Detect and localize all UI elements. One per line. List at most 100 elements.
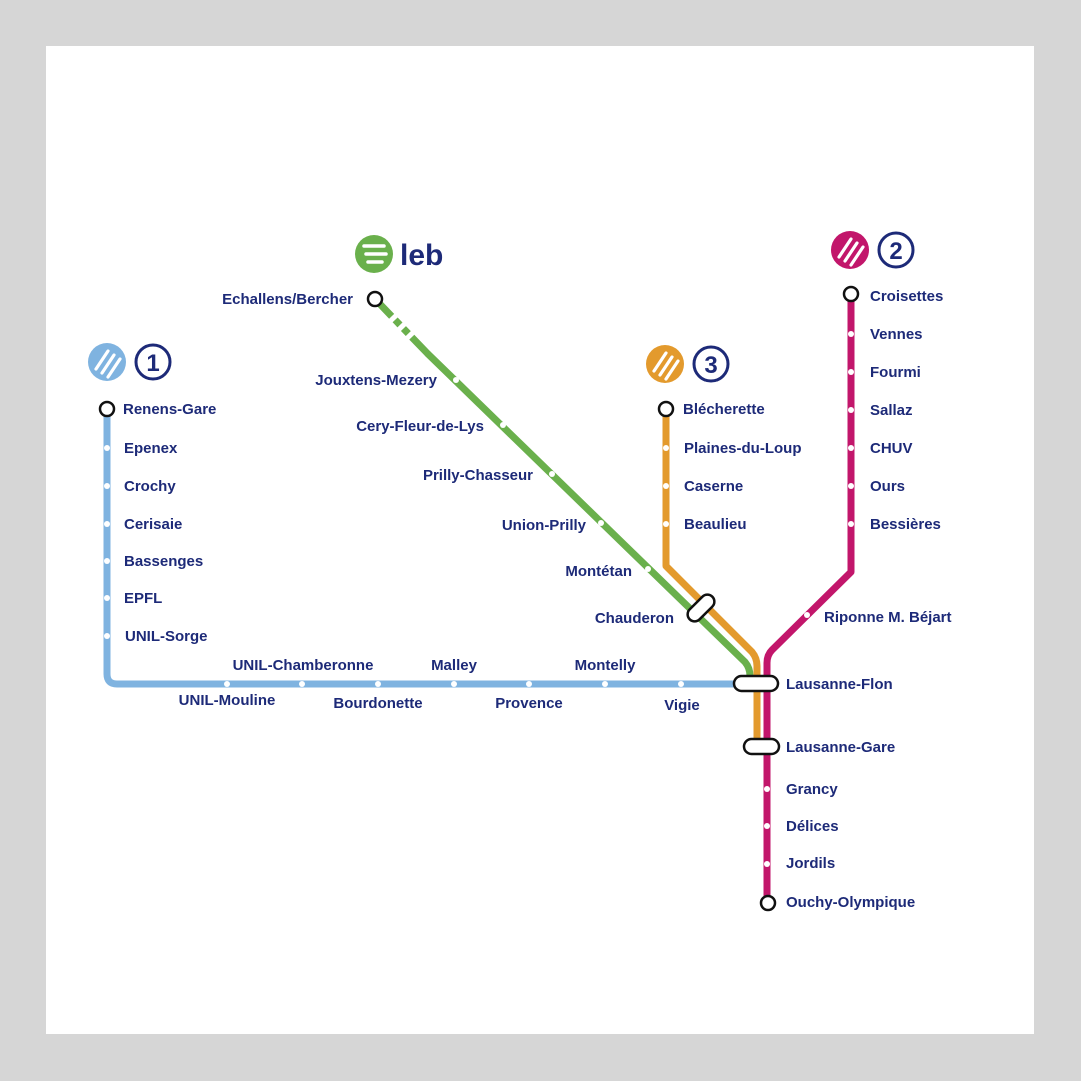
m1-number: 1 [146, 350, 159, 377]
leb-logo-stripes-icon [362, 244, 388, 264]
station-label-montetan[interactable]: Montétan [565, 563, 632, 580]
station-label-crochy[interactable]: Crochy [124, 478, 176, 495]
m3-number: 3 [704, 352, 717, 379]
station-label-lausanne-gare[interactable]: Lausanne-Gare [786, 739, 895, 756]
station-label-sallaz[interactable]: Sallaz [870, 402, 913, 419]
station-label-unil-chamberonne[interactable]: UNIL-Chamberonne [233, 657, 374, 674]
station-label-jordils[interactable]: Jordils [786, 855, 835, 872]
stop-dot [804, 612, 810, 618]
m2-line-track [763, 295, 855, 902]
station-label-union-prilly[interactable]: Union-Prilly [502, 517, 587, 534]
terminus-echallens[interactable] [366, 290, 384, 308]
interchange-lausanne-gare[interactable] [742, 737, 781, 756]
stop-dot [104, 483, 110, 489]
station-label-plaines-du-loup[interactable]: Plaines-du-Loup [684, 440, 802, 457]
station-label-ouchy[interactable]: Ouchy-Olympique [786, 894, 915, 911]
terminus-renens-gare[interactable] [98, 400, 116, 418]
station-label-jouxtens[interactable]: Jouxtens-Mezery [315, 372, 437, 389]
stop-dot [848, 483, 854, 489]
stop-dot [848, 331, 854, 337]
stop-dot [598, 520, 604, 526]
stop-dot [663, 521, 669, 527]
terminus-ouchy[interactable] [759, 894, 777, 912]
station-label-epenex[interactable]: Epenex [124, 440, 178, 457]
line-number-ring [877, 231, 915, 269]
station-label-chauderon[interactable]: Chauderon [595, 610, 674, 627]
station-label-croisettes[interactable]: Croisettes [870, 288, 943, 305]
stop-dots [104, 331, 854, 867]
leb-badge[interactable]: leb [355, 235, 443, 273]
station-label-caserne[interactable]: Caserne [684, 478, 743, 495]
station-label-ours[interactable]: Ours [870, 478, 905, 495]
m1-badge[interactable]: 1 [88, 343, 172, 381]
station-label-lausanne-flon[interactable]: Lausanne-Flon [786, 676, 893, 693]
station-label-beaulieu[interactable]: Beaulieu [684, 516, 747, 533]
terminus-blecherette[interactable] [657, 400, 675, 418]
metro-stripes-icon [652, 351, 680, 381]
stop-dot [104, 558, 110, 564]
stop-dot [104, 595, 110, 601]
station-label-bourdonette[interactable]: Bourdonette [333, 695, 422, 712]
station-label-bessieres[interactable]: Bessières [870, 516, 941, 533]
stop-dot [104, 633, 110, 639]
stop-dot [104, 445, 110, 451]
stop-dot [848, 369, 854, 375]
metro-m3-icon [646, 345, 684, 383]
map-card [46, 46, 1034, 1034]
station-label-blecherette[interactable]: Blécherette [683, 401, 765, 418]
m2-number: 2 [889, 238, 902, 265]
metro-m2-icon [831, 231, 869, 269]
interchange-chauderon[interactable] [685, 592, 718, 625]
station-label-malley[interactable]: Malley [431, 657, 478, 674]
stop-dot [104, 521, 110, 527]
station-label-provence[interactable]: Provence [495, 695, 563, 712]
stop-dot [848, 445, 854, 451]
stop-dot [526, 681, 532, 687]
station-label-cerisaie[interactable]: Cerisaie [124, 516, 182, 533]
station-label-chuv[interactable]: CHUV [870, 440, 913, 457]
line-number-ring [134, 343, 172, 381]
metro-stripes-icon [837, 237, 865, 267]
stop-dot [848, 521, 854, 527]
m2-badge[interactable]: 2 [831, 231, 915, 269]
stop-dot [663, 445, 669, 451]
station-label-grancy[interactable]: Grancy [786, 781, 838, 798]
interchange-lausanne-flon[interactable] [732, 674, 780, 693]
station-label-bassenges[interactable]: Bassenges [124, 553, 203, 570]
station-label-fourmi[interactable]: Fourmi [870, 364, 921, 381]
metro-m1-icon [88, 343, 126, 381]
metro-stripes-icon [94, 349, 122, 379]
station-label-epfl[interactable]: EPFL [124, 590, 162, 607]
station-label-renens-gare[interactable]: Renens-Gare [123, 401, 216, 418]
stop-dot [453, 377, 459, 383]
stop-dot [299, 681, 305, 687]
stop-dot [645, 566, 651, 572]
stop-dot [764, 823, 770, 829]
line-number-ring [692, 345, 730, 383]
leb-label: leb [400, 239, 443, 272]
station-label-riponne[interactable]: Riponne M. Béjart [824, 609, 952, 626]
station-label-prilly-chasseur[interactable]: Prilly-Chasseur [423, 467, 533, 484]
stop-dot [451, 681, 457, 687]
m3-line-track [662, 410, 761, 746]
station-label-delices[interactable]: Délices [786, 818, 839, 835]
stop-dot [848, 407, 854, 413]
stop-dot [663, 483, 669, 489]
station-label-unil-sorge[interactable]: UNIL-Sorge [125, 628, 208, 645]
station-label-cery[interactable]: Cery-Fleur-de-Lys [356, 418, 484, 435]
m1-line-track [103, 406, 761, 688]
stop-dot [602, 681, 608, 687]
stop-dot [549, 471, 555, 477]
stop-dot [764, 861, 770, 867]
station-label-echallens[interactable]: Echallens/Bercher [222, 291, 353, 308]
terminus-croisettes[interactable] [842, 285, 860, 303]
station-label-unil-mouline[interactable]: UNIL-Mouline [179, 692, 276, 709]
m3-badge[interactable]: 3 [646, 345, 730, 383]
stop-dot [500, 422, 506, 428]
station-label-montelly[interactable]: Montelly [575, 657, 636, 674]
station-label-vennes[interactable]: Vennes [870, 326, 923, 343]
stop-dot [678, 681, 684, 687]
stop-dot [375, 681, 381, 687]
station-label-vigie[interactable]: Vigie [664, 697, 700, 714]
